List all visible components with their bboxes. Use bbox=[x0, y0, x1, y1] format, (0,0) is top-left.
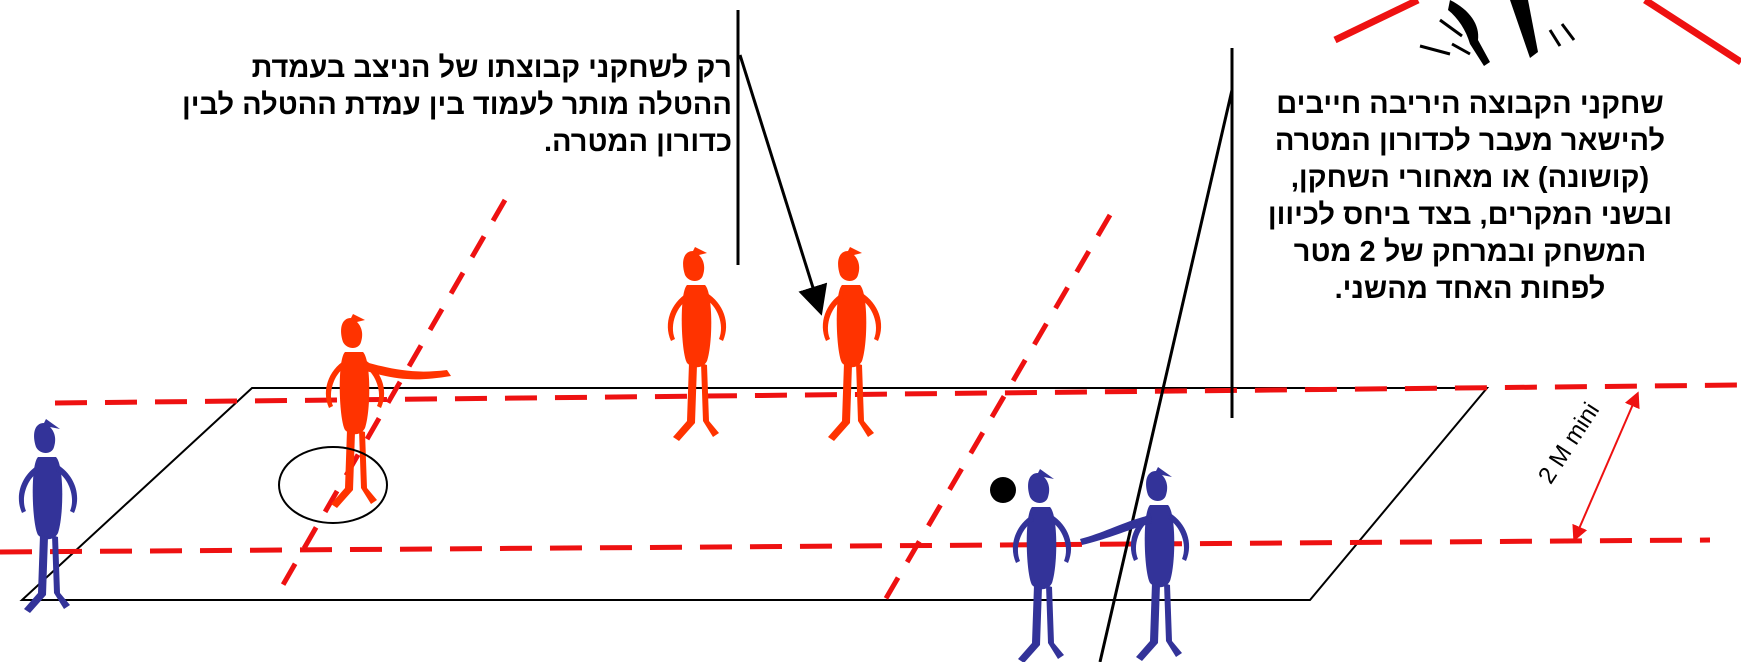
right-annotation: שחקני הקבוצה היריבה חייבים להישאר מעבר ל… bbox=[1230, 86, 1710, 308]
red-line-left bbox=[1335, 0, 1418, 40]
away-player-center bbox=[1013, 469, 1071, 662]
right-annotation-line-3: (קושונה) או מאחורי השחקן, bbox=[1230, 160, 1710, 197]
right-annotation-line-6: לפחות האחד מהשני. bbox=[1230, 271, 1710, 308]
right-annotation-line-5: המשחק ובמרחק של 2 מטר bbox=[1230, 234, 1710, 271]
target-ball bbox=[990, 477, 1016, 503]
right-annotation-line-2: להישאר מעבר לכדורון המטרה bbox=[1230, 123, 1710, 160]
court-outline bbox=[22, 388, 1487, 600]
pointer-arrow bbox=[740, 55, 820, 310]
dashed-line-bottom bbox=[0, 540, 1710, 552]
right-annotation-line-4: ובשני המקרים, בצד ביחס לכיוון bbox=[1230, 197, 1710, 234]
dashed-line-diagonal-left bbox=[280, 200, 505, 590]
home-player-thrower bbox=[326, 314, 451, 508]
red-line-right bbox=[1645, 0, 1741, 62]
figure-partial-top bbox=[1420, 0, 1574, 66]
left-annotation-line-3: כדורון המטרה. bbox=[182, 124, 732, 161]
home-player-2 bbox=[823, 247, 881, 441]
right-annotation-line-1: שחקני הקבוצה היריבה חייבים bbox=[1230, 86, 1710, 123]
left-annotation-line-2: ההטלה מותר לעמוד בין עמדת ההטלה לבין bbox=[182, 87, 732, 124]
left-annotation: רק לשחקני קבוצתו של הניצב בעמדת ההטלה מו… bbox=[182, 50, 732, 161]
left-annotation-line-1: רק לשחקני קבוצתו של הניצב בעמדת bbox=[182, 50, 732, 87]
away-player-left bbox=[19, 419, 77, 613]
away-player-right bbox=[1080, 467, 1189, 661]
throwing-circle bbox=[279, 447, 387, 523]
home-player-1 bbox=[668, 247, 726, 441]
